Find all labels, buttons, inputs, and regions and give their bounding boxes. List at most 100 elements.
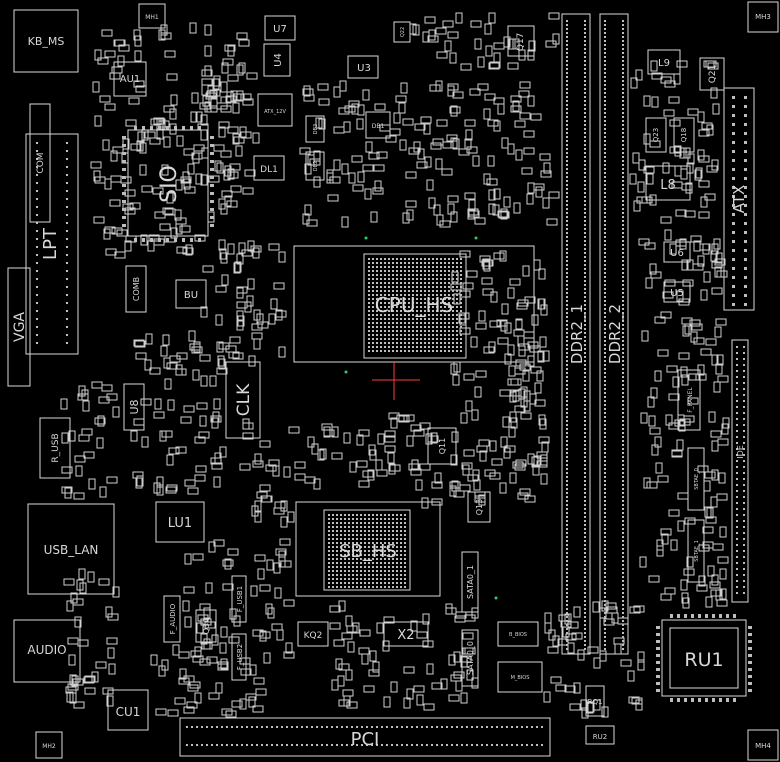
db3-component xyxy=(305,115,325,143)
q17-label: Q17 xyxy=(516,33,526,52)
q18-transistor xyxy=(673,117,695,153)
db2-label: DB2 xyxy=(313,161,319,171)
r-usb-connector xyxy=(39,417,71,479)
southbridge-area xyxy=(295,501,441,597)
u7-label: U7 xyxy=(273,24,287,35)
clk-chip xyxy=(225,361,261,439)
ddr2-1-label: DDR2_1 xyxy=(568,304,587,364)
q22-component xyxy=(393,21,411,43)
southbridge-chip xyxy=(323,509,411,591)
u5-label: U5 xyxy=(670,288,684,299)
q22-label: Q22 xyxy=(400,27,406,37)
mh1-mount-hole xyxy=(138,3,166,29)
lpt-connector xyxy=(25,133,79,355)
q13-label: Q13 xyxy=(475,499,484,515)
sata0-1-connector xyxy=(461,551,479,613)
cpu-socket xyxy=(363,253,467,359)
ru1-core xyxy=(669,627,739,689)
alignment-marker xyxy=(372,362,420,400)
sbtae1-label: SBTAE_1 xyxy=(694,540,700,562)
cu1-label: CU1 xyxy=(116,705,141,719)
q34-transistor xyxy=(195,609,217,643)
sata0-0-connector xyxy=(461,629,479,687)
mh4-mount-hole xyxy=(747,729,779,761)
kq2-component xyxy=(297,621,329,647)
vga-label: VGA xyxy=(12,312,28,342)
r-usb-label: R_USB xyxy=(51,433,61,462)
bu-label: BU xyxy=(184,290,198,301)
u5-chip xyxy=(663,281,691,303)
u6-label: U6 xyxy=(670,248,684,259)
sbtae0-header xyxy=(687,447,705,511)
u4-label: U4 xyxy=(273,53,284,67)
m-bios-chip xyxy=(497,661,543,693)
vga-connector xyxy=(7,267,31,387)
ide-connector xyxy=(731,339,749,603)
mh3-label: MH3 xyxy=(755,13,771,21)
sb-label: SB_HS xyxy=(339,541,397,562)
via-dots xyxy=(344,236,498,600)
lu1-label: LU1 xyxy=(168,516,192,531)
au1-chip xyxy=(113,61,147,97)
u3-label: U3 xyxy=(357,63,371,74)
f-panel-label: F_PANEL xyxy=(687,387,694,413)
m-bios-label: M_BIOS xyxy=(511,675,530,681)
pci-label: PCI xyxy=(351,729,380,750)
db3-label: DB3 xyxy=(313,124,319,134)
lu1-chip xyxy=(155,501,205,543)
mh4-label: MH4 xyxy=(755,742,771,750)
l8-label: L8 xyxy=(660,178,676,193)
db1-component xyxy=(365,111,391,139)
sbtae0-label: SBTAE_0 xyxy=(694,468,700,490)
kb-ms-connector xyxy=(13,9,79,73)
f-audio-label: F_AUDIO xyxy=(169,603,177,634)
pci-slot xyxy=(179,717,551,757)
u3-chip xyxy=(347,55,379,79)
audio-connector xyxy=(13,619,81,683)
au1-label: AU1 xyxy=(120,74,141,85)
u7-chip xyxy=(264,15,296,41)
q21-transistor xyxy=(699,57,725,91)
comb-label: COMB xyxy=(132,277,141,301)
kb-ms-label: KB_MS xyxy=(28,35,65,48)
com-label: COM xyxy=(36,152,46,173)
f-usb1-header xyxy=(231,575,247,623)
atx-12v-connector xyxy=(257,93,293,127)
usb-lan-label: USB_LAN xyxy=(44,543,99,557)
q11-transistor xyxy=(427,427,457,465)
q18-label: Q18 xyxy=(680,128,688,142)
q21-label: Q21 xyxy=(708,65,718,84)
f-usb2-header xyxy=(231,633,247,681)
ru1-label: RU1 xyxy=(684,649,723,671)
q23-transistor xyxy=(645,117,667,153)
u4-chip xyxy=(263,43,291,77)
sio-chip xyxy=(127,129,209,237)
rq1-transistor xyxy=(585,685,605,717)
q11-label: Q11 xyxy=(438,438,447,454)
sbtae1-header xyxy=(687,519,705,583)
ru2-component xyxy=(585,725,615,745)
l9-inductor xyxy=(647,49,681,75)
atx-power-connector xyxy=(723,87,755,311)
atx-label: ATX xyxy=(730,185,748,214)
dl1-component xyxy=(253,155,285,181)
q13-transistor xyxy=(467,491,491,523)
comb-header xyxy=(125,265,147,313)
l9-label: L9 xyxy=(658,58,670,69)
f-usb2-label: F_USB2 xyxy=(236,644,244,670)
ru2-label: RU2 xyxy=(593,733,607,741)
x2-label: X2 xyxy=(397,628,414,643)
f-audio-header xyxy=(163,595,181,643)
cu1-chip xyxy=(107,689,149,731)
mh2-label: MH2 xyxy=(42,743,56,750)
ru1-chip xyxy=(661,619,747,697)
mh3-mount-hole xyxy=(747,1,779,33)
rq1-label: RQ1 xyxy=(588,698,603,706)
ddr2-2-slot xyxy=(599,13,629,655)
sata0-1-label: SATA0_1 xyxy=(466,565,475,599)
x2-crystal xyxy=(383,621,429,647)
bu-chip xyxy=(175,279,207,309)
ide-label: IDE xyxy=(736,445,745,459)
q17-transistor xyxy=(507,25,535,57)
